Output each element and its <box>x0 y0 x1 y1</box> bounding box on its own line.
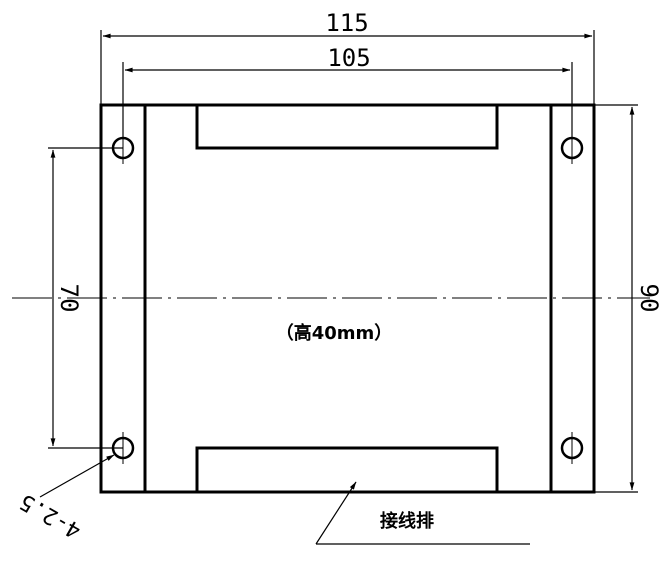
dimension-outer-width-label: 115 <box>325 9 368 37</box>
bottom-terminal-block <box>195 446 499 494</box>
dimension-hole-spacing-y <box>48 147 123 449</box>
hole-callout-leader <box>39 454 115 498</box>
dimension-outer-width <box>100 30 595 105</box>
dimension-hole-spacing-x-label: 105 <box>327 44 370 72</box>
dimension-outer-height-label: 90 <box>635 284 662 313</box>
dimension-outer-height <box>594 104 638 493</box>
height-note: （高40mm） <box>276 322 393 344</box>
hole-callout-label: 4-2.5 <box>16 488 86 543</box>
terminal-block-leader <box>315 481 530 545</box>
dimension-hole-spacing-y-label: 70 <box>55 284 83 313</box>
terminal-block-label: 接线排 <box>380 510 434 532</box>
dimension-hole-spacing-x <box>122 62 573 138</box>
top-terminal-block <box>195 103 499 150</box>
